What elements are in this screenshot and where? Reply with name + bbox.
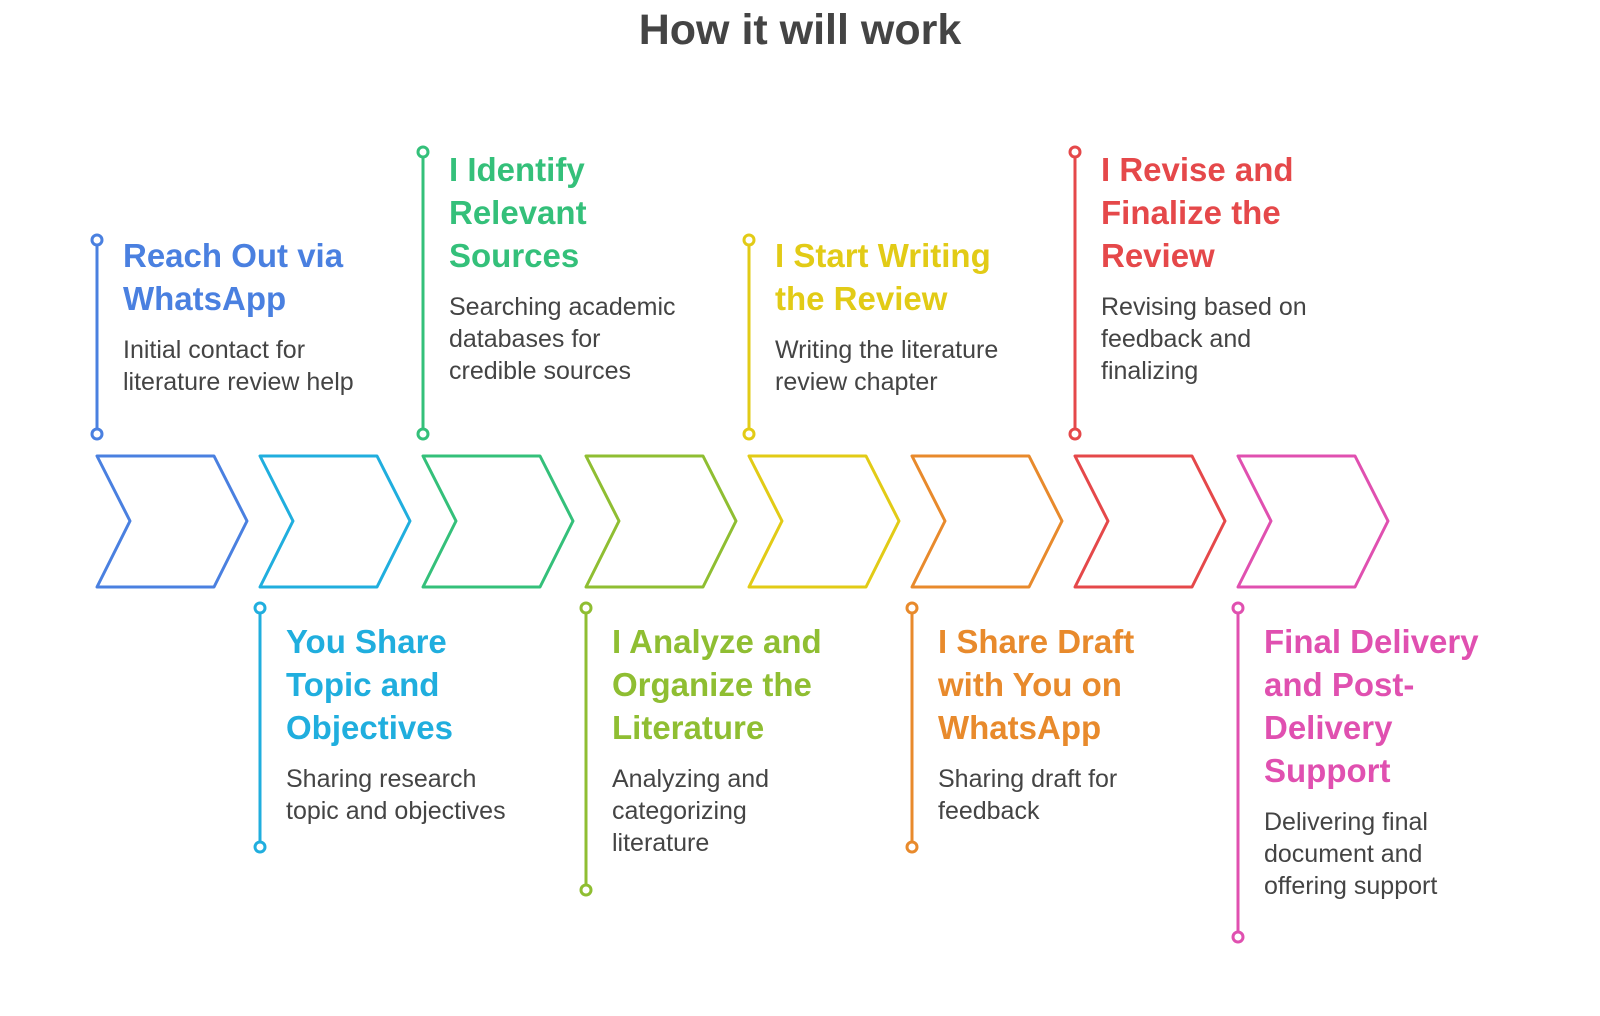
connector-dot-6-1 — [905, 601, 919, 615]
connector-dot-5-1 — [742, 233, 756, 247]
step-title: Final Delivery and Post- Delivery Suppor… — [1264, 623, 1479, 789]
chevron-step-4 — [584, 454, 738, 589]
step-description: Initial contact for literature review he… — [123, 336, 354, 396]
chevron-step-7 — [1073, 454, 1227, 589]
chevron-step-3 — [421, 454, 575, 589]
step-title: I Revise and Finalize the Review — [1101, 151, 1294, 274]
chevron-step-8 — [1236, 454, 1390, 589]
step-title: I Analyze and Organize the Literature — [612, 623, 822, 746]
step-title: I Identify Relevant Sources — [449, 151, 587, 274]
step-description: Delivering final document and offering s… — [1264, 808, 1438, 900]
step-description: Writing the literature review chapter — [775, 336, 999, 396]
connector-dot-7-2 — [1068, 427, 1082, 441]
connector-dot-4-1 — [579, 601, 593, 615]
chevron-step-6 — [910, 454, 1064, 589]
connector-dot-1-1 — [90, 233, 104, 247]
chevron-step-2 — [258, 454, 412, 589]
step-description: Sharing draft for feedback — [938, 765, 1118, 825]
connector-dot-2-1 — [253, 601, 267, 615]
chevron-step-1 — [95, 454, 249, 589]
step-description: Searching academic databases for credibl… — [449, 293, 676, 385]
step-description: Revising based on feedback and finalizin… — [1101, 293, 1307, 385]
connector-dot-2-2 — [253, 840, 267, 854]
connector-dot-6-2 — [905, 840, 919, 854]
connector-dot-8-2 — [1231, 930, 1245, 944]
connector-dot-4-2 — [579, 883, 593, 897]
step-title: Reach Out via WhatsApp — [123, 237, 344, 317]
connector-dot-7-1 — [1068, 145, 1082, 159]
connector-dot-5-2 — [742, 427, 756, 441]
step-description: Analyzing and categorizing literature — [612, 765, 770, 857]
step-title: You Share Topic and Objectives — [286, 623, 453, 746]
step-title: I Start Writing the Review — [775, 237, 991, 317]
page-title: How it will work — [638, 6, 962, 54]
connector-dot-3-2 — [416, 427, 430, 441]
connector-dot-8-1 — [1231, 601, 1245, 615]
step-description: Sharing research topic and objectives — [286, 765, 506, 825]
connector-dot-3-1 — [416, 145, 430, 159]
step-title: I Share Draft with You on WhatsApp — [938, 623, 1135, 746]
step-8: Final Delivery and Post- Delivery Suppor… — [1264, 620, 1534, 902]
connector-dot-1-2 — [90, 427, 104, 441]
chevron-step-5 — [747, 454, 901, 589]
